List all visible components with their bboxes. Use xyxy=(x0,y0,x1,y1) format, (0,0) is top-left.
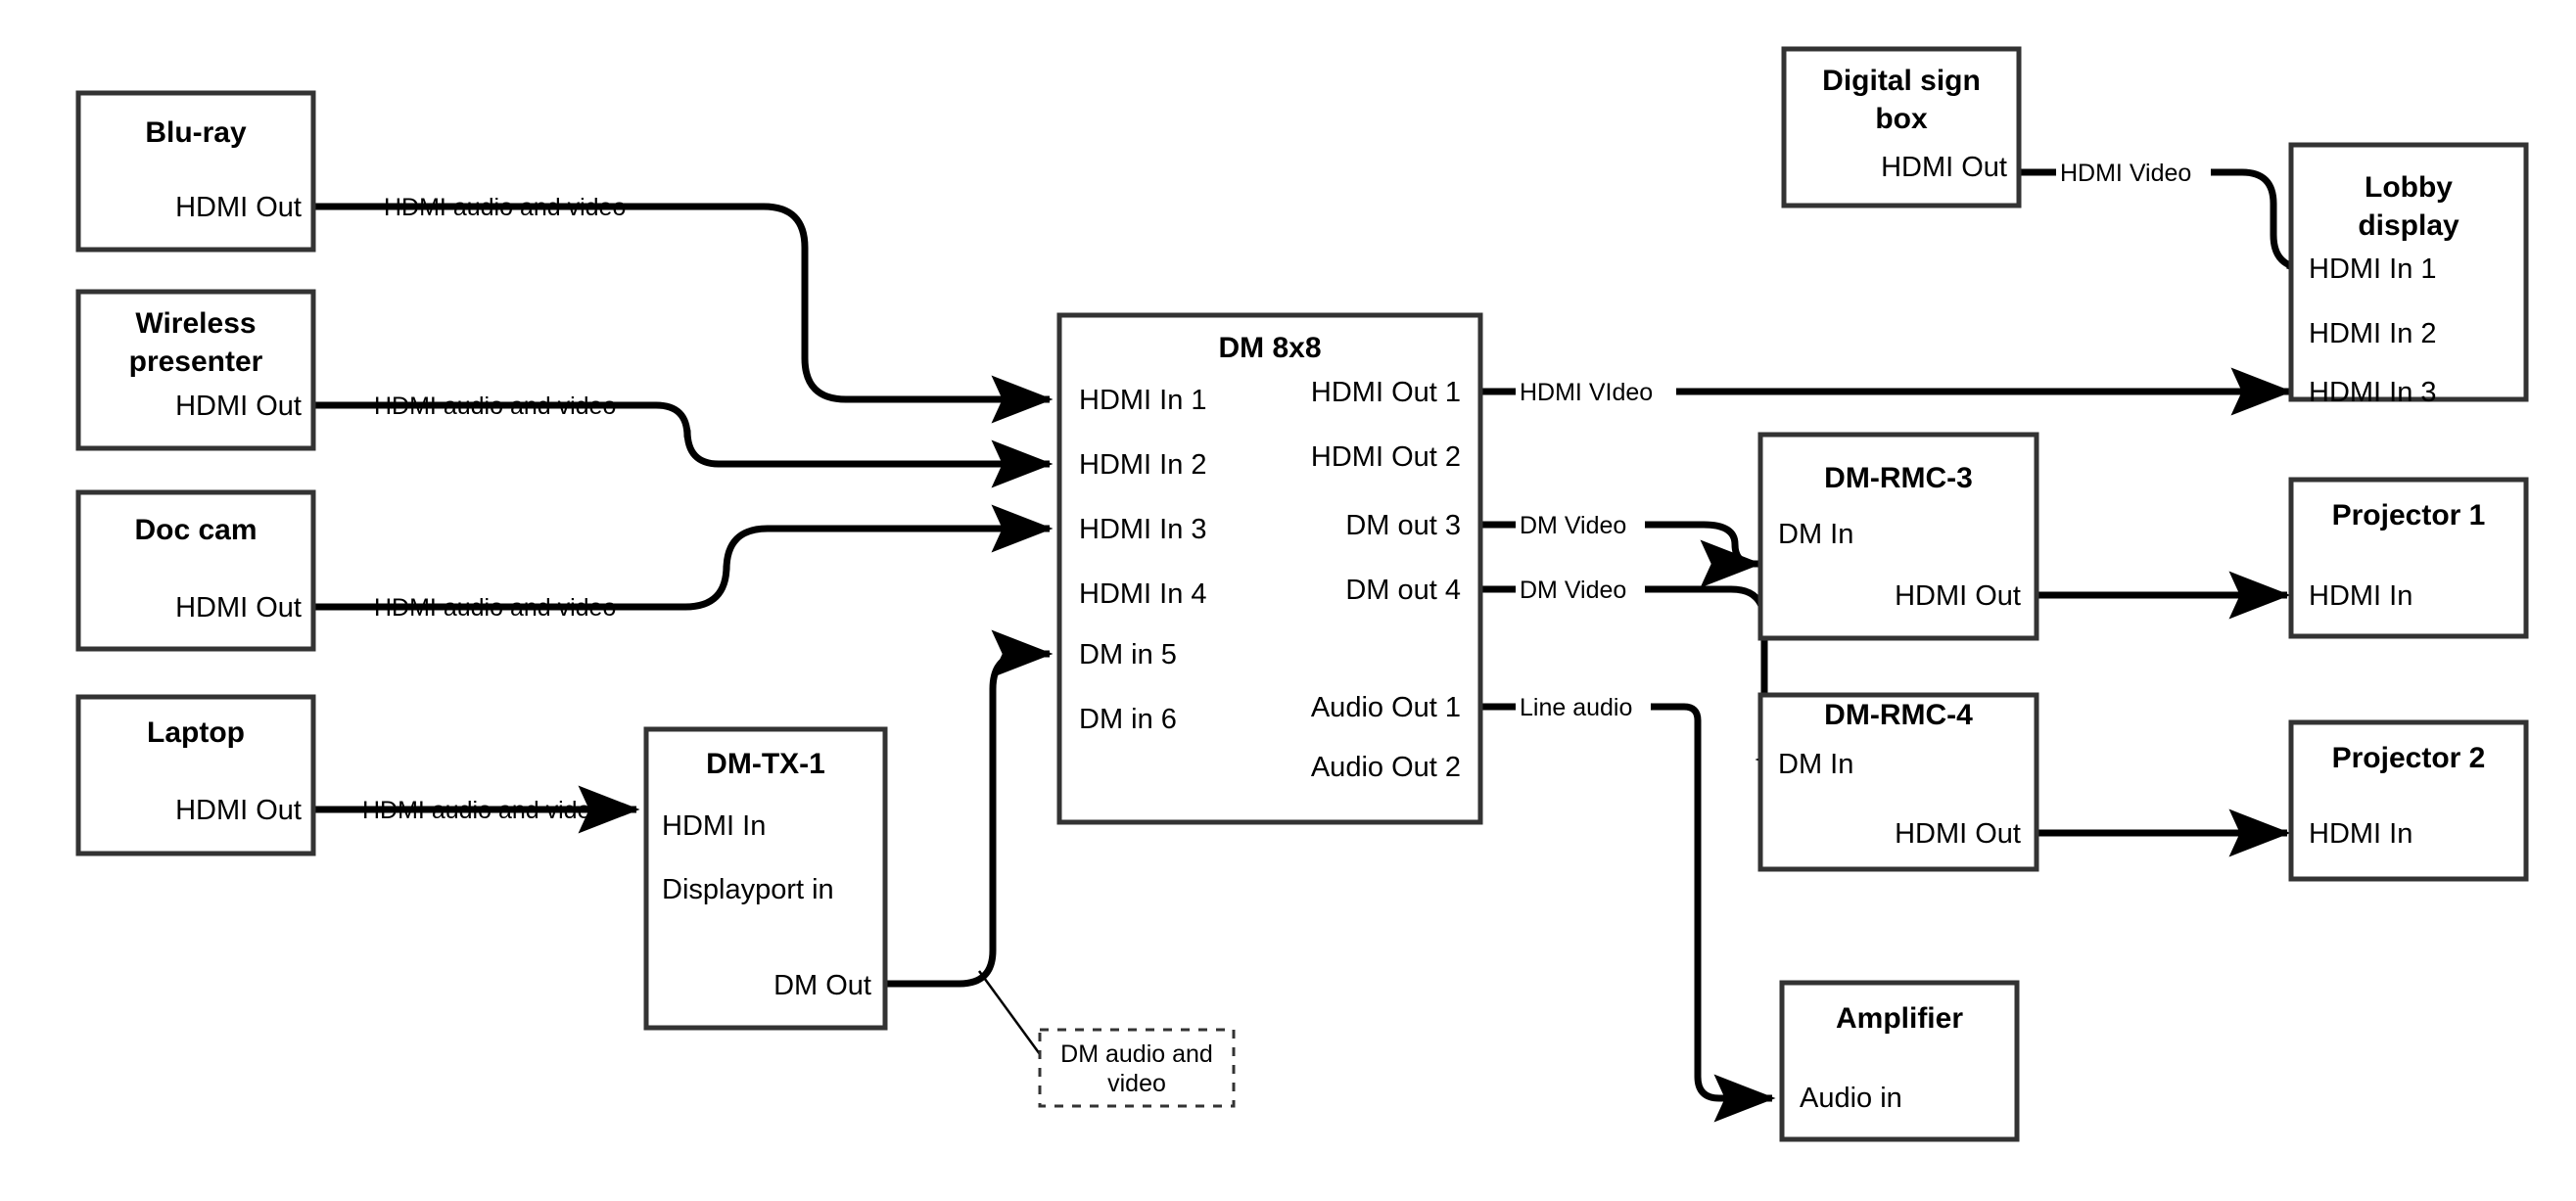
bluray-box xyxy=(75,90,316,253)
node-dm-rmc-4[interactable]: DM-RMC-4 DM In HDMI Out xyxy=(1757,692,2039,872)
node-wireless-presenter[interactable]: Wireless presenter HDMI Out xyxy=(75,289,316,451)
amplifier-port-audio-in: Audio in xyxy=(1800,1083,1902,1114)
wire-doccam-to-dm8x8-hdmi-in-3 xyxy=(313,504,1054,611)
node-laptop[interactable]: Laptop HDMI Out xyxy=(75,694,316,856)
dm-8x8-input-1: HDMI In 1 xyxy=(1079,385,1207,416)
wire-wireless-to-dm8x8-hdmi-in-2 xyxy=(313,401,1054,488)
dm-rmc-3-port-dm-in: DM In xyxy=(1778,519,1853,550)
dm-rmc-3-port-hdmi-out: HDMI Out xyxy=(1895,580,2021,612)
node-digital-sign-box[interactable]: Digital sign box HDMI Out xyxy=(1781,46,2022,208)
dm-rmc-3-box xyxy=(1757,432,2039,641)
edge-label-doccam-to-dm: HDMI audio and video xyxy=(374,594,616,622)
dm-rmc-3-title: DM-RMC-3 xyxy=(1824,462,1973,494)
dm-8x8-output-6: Audio Out 2 xyxy=(1311,752,1461,783)
dm-rmc-4-box xyxy=(1757,692,2039,872)
dm-rmc-4-port-hdmi-out: HDMI Out xyxy=(1895,818,2021,850)
callout-box xyxy=(1038,1028,1236,1108)
amplifier-box xyxy=(1779,980,2020,1142)
projector-2-port-hdmi-in: HDMI In xyxy=(2309,818,2412,850)
lobby-display-input-1: HDMI In 1 xyxy=(2309,254,2437,285)
edge-label-dm-hdmiout1-to-lobby: HDMI VIdeo xyxy=(1520,379,1653,406)
digital-sign-box-title-line2: box xyxy=(1875,103,1928,135)
doc-cam-port-hdmi-out: HDMI Out xyxy=(175,592,302,624)
doc-cam-box xyxy=(75,489,316,652)
edge-label-signbox-to-lobby: HDMI Video xyxy=(2060,160,2191,187)
wire-dm8x8-dmout3-to-dmrmc3 xyxy=(1480,525,1758,564)
lobby-display-title-line2: display xyxy=(2358,209,2459,242)
dm-rmc-4-port-dm-in: DM In xyxy=(1778,749,1853,780)
dm-8x8-input-3: HDMI In 3 xyxy=(1079,514,1207,545)
dm-tx-1-port-dm-out: DM Out xyxy=(773,970,871,1001)
node-projector-1[interactable]: Projector 1 HDMI In xyxy=(2288,477,2529,639)
amplifier-title: Amplifier xyxy=(1836,1002,1963,1035)
digital-sign-box-rect xyxy=(1781,46,2022,208)
lobby-display-input-3: HDMI In 3 xyxy=(2309,377,2437,408)
node-dm-rmc-3[interactable]: DM-RMC-3 DM In HDMI Out xyxy=(1757,432,2039,641)
dm-tx-1-box xyxy=(643,726,888,1031)
dm-tx-1-port-hdmi-in: HDMI In xyxy=(662,810,766,842)
bluray-title: Blu-ray xyxy=(145,116,247,149)
wireless-presenter-port-hdmi-out: HDMI Out xyxy=(175,391,302,422)
node-bluray[interactable]: Blu-ray HDMI Out xyxy=(75,90,316,253)
callout-line1: DM audio and xyxy=(1060,1040,1213,1068)
laptop-box xyxy=(75,694,316,856)
laptop-port-hdmi-out: HDMI Out xyxy=(175,795,302,826)
wireless-presenter-title-line1: Wireless xyxy=(135,307,256,340)
callout-leader-line xyxy=(977,970,1042,1055)
wire-dm8x8-dmout4-to-dmrmc4 xyxy=(1480,585,1798,760)
dm-8x8-input-2: HDMI In 2 xyxy=(1079,449,1207,481)
dm-8x8-input-5: DM in 5 xyxy=(1079,639,1177,670)
projector-2-box xyxy=(2288,719,2529,882)
dm-8x8-input-4: HDMI In 4 xyxy=(1079,578,1207,610)
projector-1-port-hdmi-in: HDMI In xyxy=(2309,580,2412,612)
edge-label-laptop-to-tx: HDMI audio and video xyxy=(362,797,604,824)
node-amplifier[interactable]: Amplifier Audio in xyxy=(1779,980,2020,1142)
dm-8x8-output-2: HDMI Out 2 xyxy=(1311,441,1461,473)
laptop-title: Laptop xyxy=(147,716,245,749)
projector-2-title: Projector 2 xyxy=(2332,742,2486,774)
node-projector-2[interactable]: Projector 2 HDMI In xyxy=(2288,719,2529,882)
callout-dm-audio-and-video: DM audio and video xyxy=(1038,1028,1236,1108)
lobby-display-title-line1: Lobby xyxy=(2365,171,2453,204)
edge-label-dm-audioout1-to-amp: Line audio xyxy=(1520,694,1632,721)
node-dm-tx-1[interactable]: DM-TX-1 HDMI In Displayport in DM Out xyxy=(643,726,888,1031)
edge-label-wireless-to-dm: HDMI audio and video xyxy=(374,393,616,420)
wireless-presenter-title-line2: presenter xyxy=(129,346,263,378)
edge-label-bluray-to-dm: HDMI audio and video xyxy=(384,194,626,221)
dm-8x8-output-3: DM out 3 xyxy=(1345,510,1461,541)
node-doc-cam[interactable]: Doc cam HDMI Out xyxy=(75,489,316,652)
wire-dm8x8-audioout1-to-amplifier xyxy=(1480,703,1772,1098)
dm-8x8-input-6: DM in 6 xyxy=(1079,704,1177,735)
edge-label-dm-out3-to-rmc3: DM Video xyxy=(1520,512,1626,539)
dm-rmc-4-title: DM-RMC-4 xyxy=(1824,699,1973,731)
node-lobby-display[interactable]: Lobby display HDMI In 1 HDMI In 2 HDMI I… xyxy=(2288,142,2529,408)
lobby-display-input-2: HDMI In 2 xyxy=(2309,318,2437,349)
wire-bluray-to-dm8x8-hdmi-in-1 xyxy=(313,203,1054,424)
dm-8x8-output-1: HDMI Out 1 xyxy=(1311,377,1461,408)
doc-cam-title: Doc cam xyxy=(134,514,257,546)
callout-line2: video xyxy=(1107,1070,1166,1097)
lobby-display-box xyxy=(2288,142,2529,402)
digital-sign-box-port-hdmi-out: HDMI Out xyxy=(1881,152,2007,183)
bluray-port-hdmi-out: HDMI Out xyxy=(175,192,302,223)
dm-8x8-output-4: DM out 4 xyxy=(1345,575,1461,606)
projector-1-box xyxy=(2288,477,2529,639)
dm-8x8-output-5: Audio Out 1 xyxy=(1311,692,1461,723)
node-dm-8x8[interactable]: DM 8x8 HDMI In 1 HDMI In 2 HDMI In 3 HDM… xyxy=(1056,312,1483,825)
dm-8x8-box xyxy=(1056,312,1483,825)
dm-8x8-title: DM 8x8 xyxy=(1218,332,1321,364)
wireless-presenter-box xyxy=(75,289,316,451)
wire-dmtx1-to-dm8x8-dm-in-5 xyxy=(885,629,1054,988)
edge-label-dm-out4-to-rmc4: DM Video xyxy=(1520,577,1626,604)
projector-1-title: Projector 1 xyxy=(2332,499,2486,531)
dm-tx-1-port-displayport-in: Displayport in xyxy=(662,874,834,905)
digital-sign-box-title-line1: Digital sign xyxy=(1822,65,1981,97)
dm-tx-1-title: DM-TX-1 xyxy=(706,748,825,780)
